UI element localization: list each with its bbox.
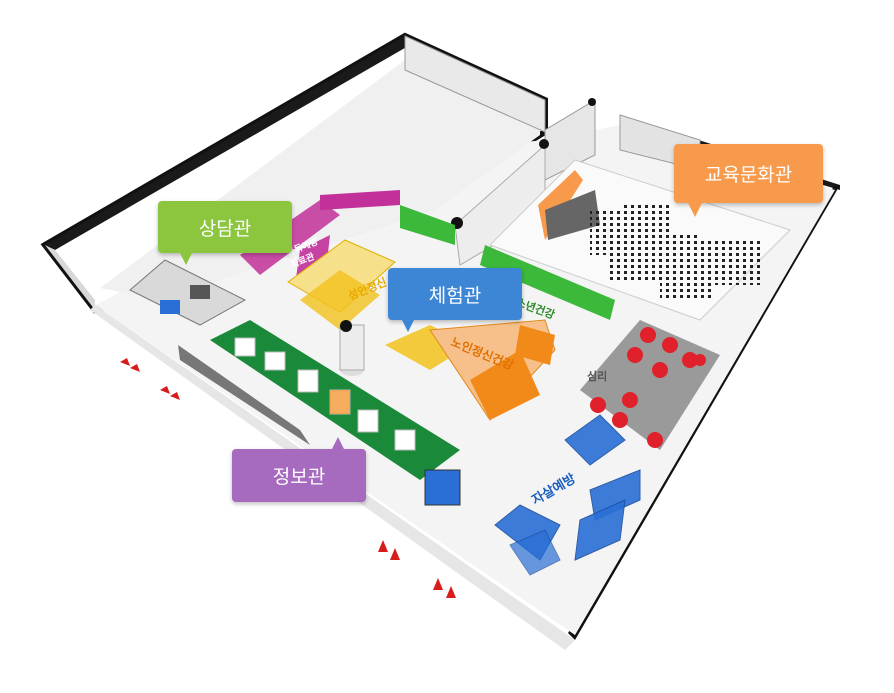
suicide-prevention-booths <box>494 414 641 576</box>
edu-culture-area <box>489 159 791 321</box>
experience-hall-callout[interactable]: 체험관 <box>388 268 522 332</box>
consult-hall-label: 상담관 <box>198 217 252 240</box>
sim-label: 심리 <box>587 369 607 383</box>
youth-booths <box>400 205 615 320</box>
consult-booths <box>129 259 247 326</box>
edu-culture-hall-label: 교육문화관 <box>704 164 793 186</box>
consult-hall-callout[interactable]: 상담관 <box>158 201 292 265</box>
lounge-area <box>580 320 720 450</box>
experience-hall-label: 체험관 <box>428 284 482 307</box>
info-hall-callout[interactable]: 정보관 <box>232 437 366 502</box>
elderly-booths <box>429 319 556 421</box>
exit-arrows <box>120 358 456 598</box>
info-area <box>178 320 461 506</box>
edu-culture-hall-callout[interactable]: 교육문화관 <box>674 144 823 217</box>
info-hall-label: 정보관 <box>272 466 326 488</box>
